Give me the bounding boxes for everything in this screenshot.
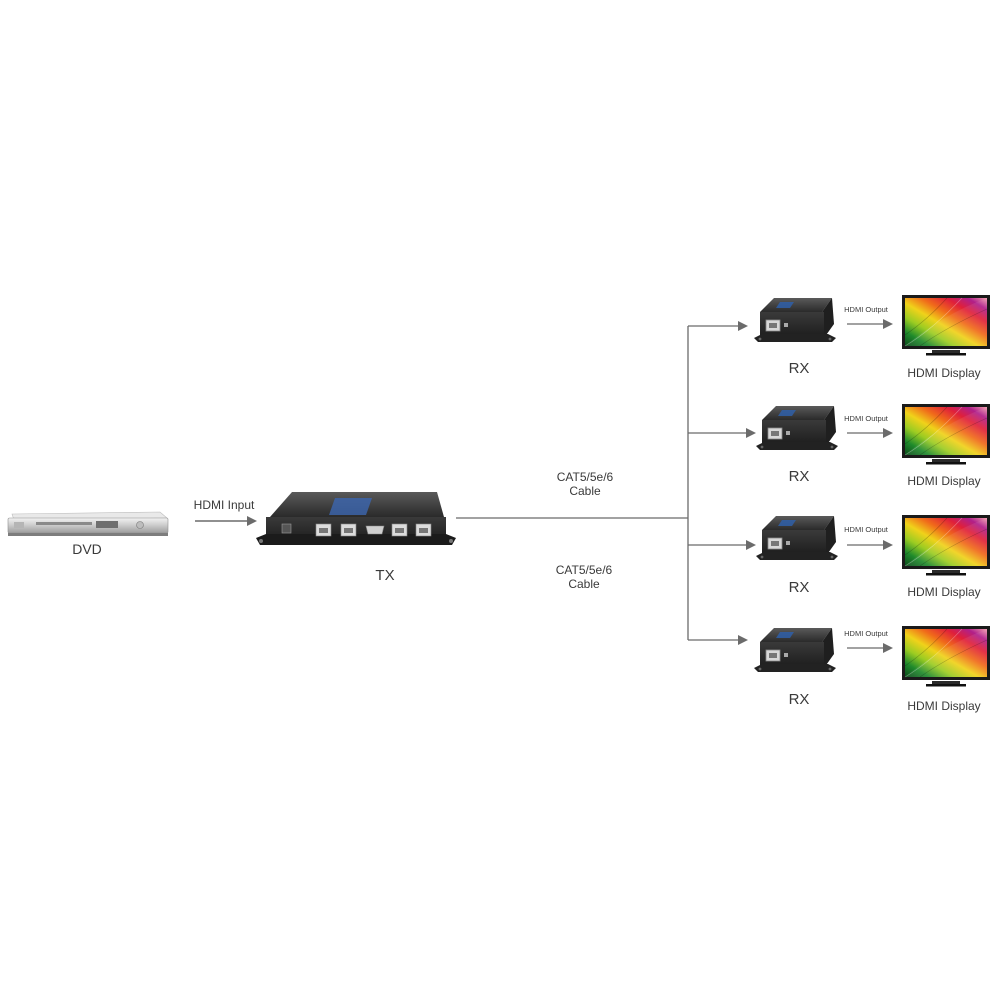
hdmi-extender-receiver-icon — [753, 297, 837, 343]
hdmi-display-icon — [901, 625, 991, 687]
rx-label: RX — [789, 360, 810, 377]
hdmi-extender-receiver-icon — [755, 515, 839, 561]
rx-label: RX — [789, 691, 810, 708]
hdmi-extender-transmitter-icon — [256, 492, 456, 545]
hdmi-output-label: HDMI Output — [844, 305, 889, 314]
rx-label: RX — [789, 579, 810, 596]
hdmi-output-label: HDMI Output — [844, 629, 889, 638]
cable-label-top: CAT5/5e/6 Cable — [557, 470, 614, 498]
cable-label-bottom: CAT5/5e/6 Cable — [556, 563, 613, 591]
hdmi-display-icon — [901, 294, 991, 356]
hdmi-display-icon — [901, 403, 991, 465]
cable-label-top-line1: CAT5/5e/6 — [557, 470, 614, 484]
cable-label-top-line2: Cable — [569, 484, 601, 498]
receiver-row: RX HDMI Output HDMI Display — [755, 403, 991, 488]
hdmi-display-label: HDMI Display — [907, 366, 980, 380]
tx-label: TX — [375, 567, 394, 584]
dvd-label: DVD — [72, 541, 102, 557]
hdmi-extender-receiver-icon — [755, 405, 839, 451]
hdmi-display-label: HDMI Display — [907, 585, 980, 599]
hdmi-output-label: HDMI Output — [844, 525, 889, 534]
hdmi-display-label: HDMI Display — [907, 699, 980, 713]
rx-label: RX — [789, 468, 810, 485]
hdmi-output-label: HDMI Output — [844, 414, 889, 423]
receiver-row: RX HDMI Output HDMI Display — [753, 625, 991, 713]
hdmi-extender-receiver-icon — [753, 627, 837, 673]
hdmi-input-label: HDMI Input — [194, 498, 255, 512]
cable-label-bottom-line2: Cable — [568, 577, 600, 591]
receiver-row: RX HDMI Output HDMI Display — [755, 514, 991, 599]
hdmi-display-icon — [901, 514, 991, 576]
dvd-player-icon — [7, 511, 169, 536]
cable-label-bottom-line1: CAT5/5e/6 — [556, 563, 613, 577]
cat-cable-lines — [456, 321, 756, 645]
hdmi-display-label: HDMI Display — [907, 474, 980, 488]
receiver-row: RX HDMI Output HDMI Display — [753, 294, 991, 380]
